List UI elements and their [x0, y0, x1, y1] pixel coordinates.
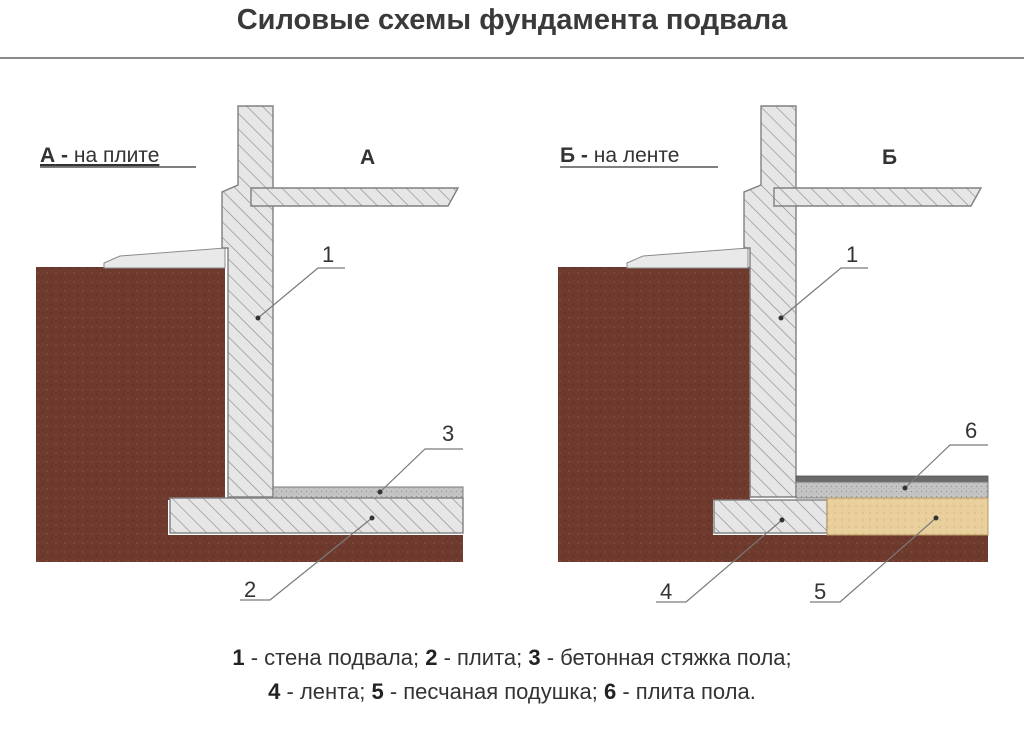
foundation-slab-a [169, 497, 464, 534]
callout-floor-slab-b: 6 [965, 418, 977, 443]
floor-slab-top-a [250, 187, 460, 207]
legend-text-1: - стена подвала; [244, 645, 426, 670]
blind-area-a [103, 247, 226, 269]
legend-text-3: - бетонная стяжка пола; [540, 645, 792, 670]
panel-a-caption-letter: А [40, 144, 55, 167]
title-divider [0, 57, 1024, 59]
legend-text-4: - лента; [280, 679, 372, 704]
callout-slab-a: 2 [244, 577, 256, 602]
floor-slab-top-b [773, 187, 983, 207]
callout-strip-b: 4 [660, 579, 672, 604]
page-title: Силовые схемы фундамента подвала [236, 4, 788, 36]
leader-lines-a [240, 267, 463, 601]
legend-text-2: - плита; [437, 645, 529, 670]
callout-screed-a: 3 [442, 421, 454, 446]
legend-text-6: - плита пола. [616, 679, 756, 704]
panel-b-caption-letter: Б [560, 144, 575, 167]
callout-sand-b: 5 [814, 579, 826, 604]
floor-slab-b [795, 475, 989, 483]
callout-wall-a: 1 [322, 242, 334, 267]
panel-a: 1 3 2 А - на плите А [36, 105, 464, 602]
basement-wall-b [743, 105, 797, 498]
soil-b [558, 267, 988, 562]
legend-num-2: 2 [425, 645, 438, 670]
legend-line-2: 4 - лента; 5 - песчаная подушка; 6 - пли… [0, 679, 1024, 705]
foundation-diagram: 1 3 2 А - на плите А [36, 105, 989, 604]
legend-num-6: 6 [603, 679, 617, 704]
strip-footing-b [713, 499, 828, 534]
panel-b-caption: Б - на ленте [560, 144, 679, 167]
legend-num-5: 5 [371, 679, 384, 704]
legend-num-1: 1 [232, 645, 245, 670]
callout-wall-b: 1 [846, 242, 858, 267]
panel-b-caption-text: на ленте [594, 144, 680, 167]
legend-num-3: 3 [528, 645, 541, 670]
panel-a-caption: А - на плите [40, 144, 159, 167]
panel-a-heading: А [360, 146, 375, 169]
panel-b-heading: Б [882, 146, 897, 169]
soil-a [36, 267, 463, 562]
sand-cushion-b [826, 497, 989, 536]
panel-b: 1 6 4 5 Б - на ленте Б [558, 105, 989, 604]
legend-text-5: - песчаная подушка; [383, 679, 604, 704]
floor-screed-b [795, 481, 989, 499]
concrete-screed-a [272, 486, 464, 499]
legend-line-1: 1 - стена подвала; 2 - плита; 3 - бетонн… [0, 645, 1024, 671]
legend-num-4: 4 [268, 679, 281, 704]
blind-area-b [626, 247, 749, 269]
panel-a-caption-text: на плите [74, 144, 160, 167]
basement-wall-a [221, 105, 274, 498]
leader-lines-b [656, 267, 988, 603]
